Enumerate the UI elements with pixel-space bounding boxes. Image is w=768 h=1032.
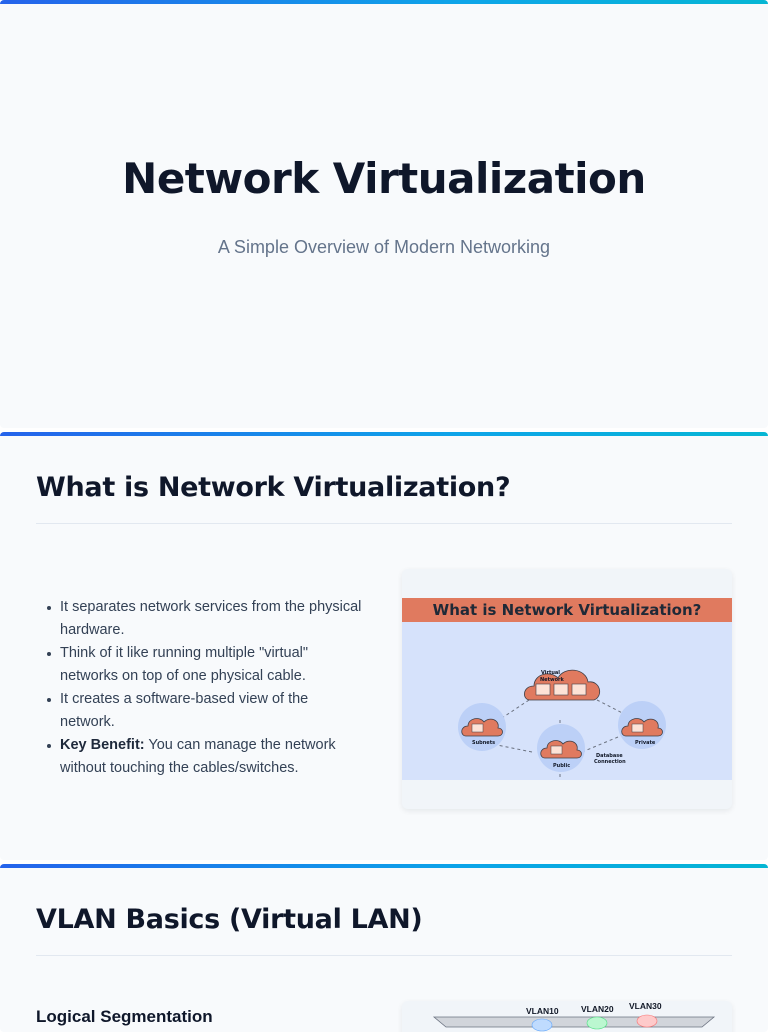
database-label: Database [596, 753, 623, 759]
heading-divider [36, 523, 732, 524]
illustration-body: Virtual Network Subnets Public Private D… [402, 622, 732, 782]
bullet-item: It creates a software-based view of the … [44, 688, 364, 734]
network-virtualization-illustration: What is Network Virtualization? [402, 569, 732, 809]
bullet-item: Think of it like running multiple "virtu… [44, 642, 364, 688]
bullet-text: It creates a software-based view of the … [60, 691, 309, 730]
overview-slide: What is Network Virtualization? It separ… [0, 432, 768, 860]
bullet-text: It separates network services from the p… [60, 599, 362, 638]
network-diagram: Virtual Network Subnets Public Private D… [458, 669, 666, 782]
vlan-diagram [432, 1014, 716, 1032]
accent-bar [0, 0, 768, 4]
svg-text:Network: Network [540, 677, 564, 683]
bullet-text: You can manage the network without touch… [60, 737, 336, 776]
subnets-label: Subnets [472, 740, 495, 746]
bullet-text: Think of it like running multiple "virtu… [60, 645, 309, 684]
presentation-subtitle: A Simple Overview of Modern Networking [217, 237, 551, 257]
accent-bar [0, 432, 768, 436]
bullet-item: Key Benefit: You can manage the network … [44, 734, 364, 780]
public-label: Public [553, 763, 570, 769]
vlan-slide: VLAN Basics (Virtual LAN) Logical Segmen… [0, 864, 768, 1032]
presentation-title: Network Virtualization [122, 154, 646, 203]
illustration-title: What is Network Virtualization? [402, 598, 732, 622]
slide-heading: What is Network Virtualization? [36, 472, 511, 503]
private-label: Private [635, 740, 656, 746]
heading-divider [36, 955, 732, 956]
vlan30-label: VLAN30 [629, 1001, 662, 1011]
vlan-illustration: VLAN10 VLAN20 VLAN30 [402, 1001, 732, 1032]
section-subheading: Logical Segmentation [36, 1007, 213, 1026]
vlan10-label: VLAN10 [526, 1006, 559, 1016]
bullet-item: It separates network services from the p… [44, 596, 364, 642]
bullet-list: It separates network services from the p… [44, 596, 364, 780]
bullet-emphasis: Key Benefit: [60, 737, 145, 753]
vlan20-label: VLAN20 [581, 1004, 614, 1014]
accent-bar [0, 864, 768, 868]
virtual-network-label: Virtual [541, 670, 560, 676]
title-slide: Network Virtualization A Simple Overview… [0, 0, 768, 428]
svg-text:Connection: Connection [594, 759, 626, 765]
slide-heading: VLAN Basics (Virtual LAN) [36, 904, 423, 935]
